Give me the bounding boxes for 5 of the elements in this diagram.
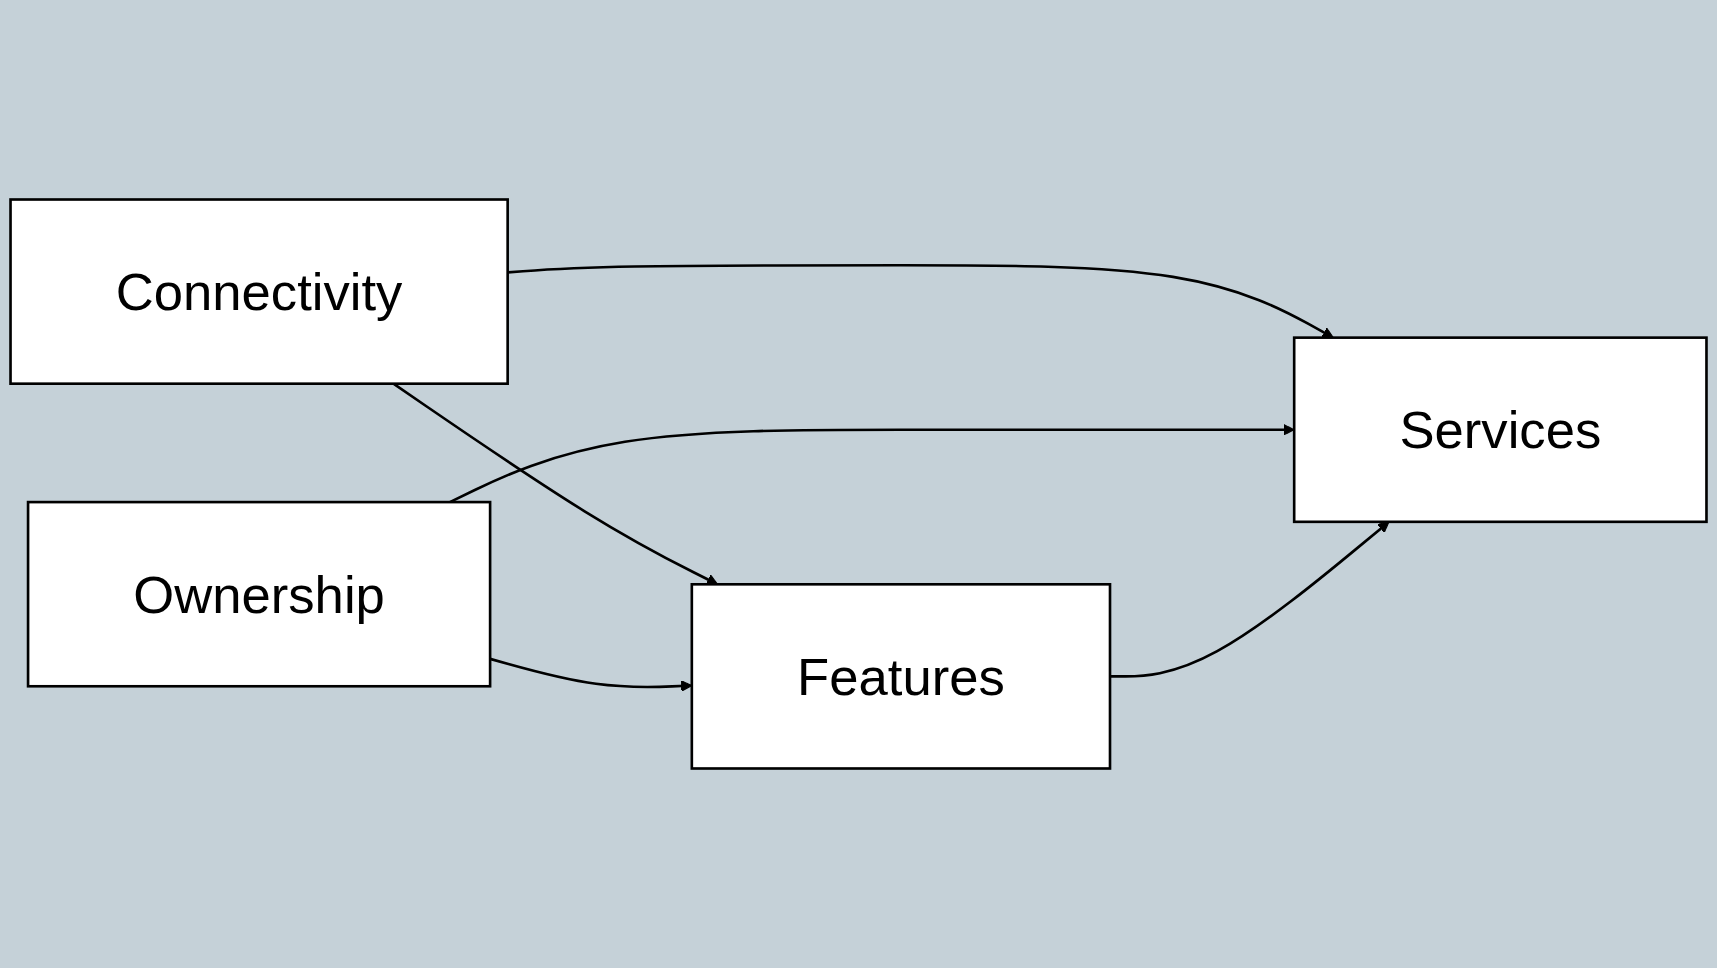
node-box: Connectivity xyxy=(9,198,509,385)
node-box: Services xyxy=(1292,336,1708,524)
node-box: Features xyxy=(690,583,1112,770)
node-box: Ownership xyxy=(26,500,492,688)
arrow xyxy=(1110,521,1390,678)
